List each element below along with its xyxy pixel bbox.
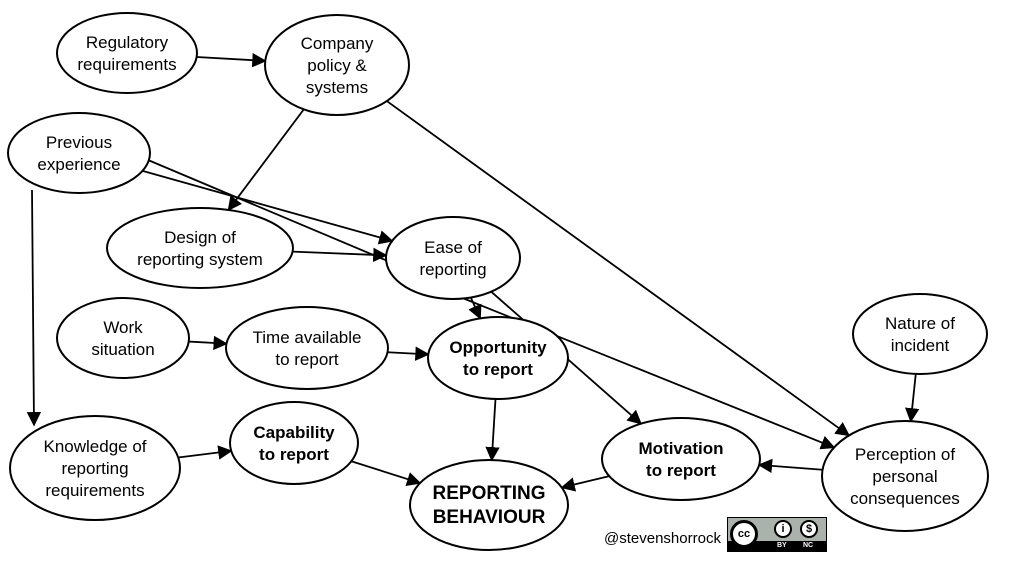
- node-perception: Perception of personal consequences: [821, 420, 989, 532]
- edge-ease-to-opportunity: [468, 297, 482, 320]
- node-label: Perception of: [855, 445, 955, 464]
- node-ellipse: [9, 415, 181, 521]
- nodes: Regulatory requirements Company policy & sys…: [7, 12, 989, 551]
- edge-regulatory-to-company: [196, 52, 267, 68]
- node-design: Design of reporting system: [106, 207, 294, 289]
- node-ellipse: [264, 14, 410, 116]
- edge-previous-to-ease: [142, 169, 394, 245]
- node-label: reporting system: [137, 250, 263, 269]
- node-previous: Previous experience: [7, 112, 151, 194]
- node-ellipse: [229, 401, 359, 485]
- node-ease: Ease of reporting: [385, 216, 521, 300]
- node-label: incident: [891, 336, 950, 355]
- node-label: BEHAVIOUR: [433, 507, 546, 528]
- author-credit: @stevenshorrock: [604, 530, 721, 547]
- node-company: Company policy & systems: [264, 14, 410, 116]
- node-ellipse: [601, 417, 761, 501]
- license-bar: [728, 541, 826, 551]
- node-label: to report: [646, 461, 716, 480]
- node-label: personal: [872, 467, 937, 486]
- no-dollar-icon: $: [800, 520, 818, 538]
- edge-motivation-to-behaviour: [560, 475, 610, 492]
- edge-previous-to-knowledge: [26, 189, 42, 427]
- node-label: consequences: [850, 489, 960, 508]
- node-label: to report: [463, 360, 533, 379]
- node-regulatory: Regulatory requirements: [56, 12, 198, 94]
- node-nature: Nature of incident: [852, 293, 988, 375]
- node-label: reporting: [419, 260, 486, 279]
- edge-knowledge-to-capability: [178, 445, 233, 460]
- node-ellipse: [7, 112, 151, 194]
- node-ellipse: [106, 207, 294, 289]
- cc-icon: cc: [730, 520, 758, 548]
- node-label: REPORTING: [433, 483, 546, 504]
- edge-opportunity-to-behaviour: [485, 398, 500, 462]
- node-label: Design of: [164, 228, 236, 247]
- node-ellipse: [56, 12, 198, 94]
- node-label: situation: [91, 340, 154, 359]
- node-knowledge: Knowledge of reporting requirements: [9, 415, 181, 521]
- cc-license-badge[interactable]: cc i $ BY NC: [727, 517, 827, 552]
- node-motivation: Motivation to report: [601, 417, 761, 501]
- node-ellipse: [427, 316, 569, 400]
- node-work: Work situation: [56, 297, 190, 379]
- edge-perception-to-motivation: [757, 458, 823, 474]
- node-opportunity: Opportunity to report: [427, 316, 569, 400]
- node-ellipse: [409, 459, 569, 551]
- node-ellipse: [852, 293, 988, 375]
- node-label: policy &: [307, 56, 367, 75]
- node-label: Work: [103, 318, 143, 337]
- node-label: Opportunity: [449, 338, 547, 357]
- node-label: Nature of: [885, 314, 955, 333]
- node-label: to report: [259, 445, 329, 464]
- edge-company-to-perception: [386, 100, 851, 437]
- license-nc-label: NC: [803, 542, 814, 549]
- edge-company-to-design: [227, 108, 305, 212]
- node-label: systems: [306, 78, 368, 97]
- node-behaviour: REPORTING BEHAVIOUR: [409, 459, 569, 551]
- node-label: Motivation: [639, 439, 724, 458]
- node-ellipse: [385, 216, 521, 300]
- edge-nature-to-perception: [904, 373, 920, 423]
- node-capability: Capability to report: [229, 401, 359, 485]
- node-ellipse: [821, 420, 989, 532]
- license-by-label: BY: [777, 542, 787, 549]
- node-ellipse: [225, 306, 389, 390]
- edge-design-to-ease: [292, 247, 388, 263]
- edge-time-to-opportunity: [387, 346, 430, 361]
- node-label: Time available: [253, 328, 362, 347]
- edge-work-to-time: [188, 335, 228, 351]
- edge-previous-to-perception-seg: [147, 159, 391, 263]
- edge-capability-to-behaviour: [351, 460, 422, 487]
- node-label: Company: [301, 34, 374, 53]
- node-label: requirements: [77, 55, 176, 74]
- node-label: Knowledge of: [43, 437, 146, 456]
- node-label: Capability: [253, 423, 335, 442]
- node-label: reporting: [61, 459, 128, 478]
- node-label: experience: [37, 155, 120, 174]
- person-icon: i: [774, 520, 792, 538]
- node-label: Regulatory: [86, 33, 169, 52]
- node-label: to report: [275, 350, 339, 369]
- node-time: Time available to report: [225, 306, 389, 390]
- node-label: requirements: [45, 481, 144, 500]
- node-ellipse: [56, 297, 190, 379]
- node-label: Previous: [46, 133, 112, 152]
- node-label: Ease of: [424, 238, 482, 257]
